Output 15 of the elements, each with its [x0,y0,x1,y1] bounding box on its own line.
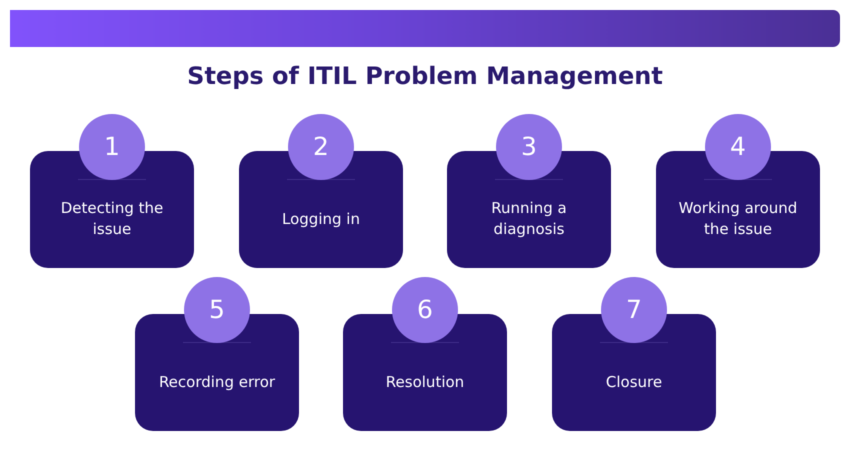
step-number: 7 [601,277,667,343]
step-label: Running a diagnosis [490,198,568,240]
step-label: Working around the issue [678,198,798,240]
title: Steps of ITIL Problem Management [186,62,664,90]
step-number: 2 [288,114,354,180]
step-number: 6 [392,277,458,343]
step-number: 3 [496,114,562,180]
step-label: Resolution [384,372,466,392]
step-label: Recording error [158,372,276,392]
step-number: 4 [705,114,771,180]
step-number: 5 [184,277,250,343]
step-label: Closure [604,372,664,392]
step-label: Detecting the issue [60,198,164,240]
step-label: Logging in [281,208,361,230]
step-number: 1 [79,114,145,180]
